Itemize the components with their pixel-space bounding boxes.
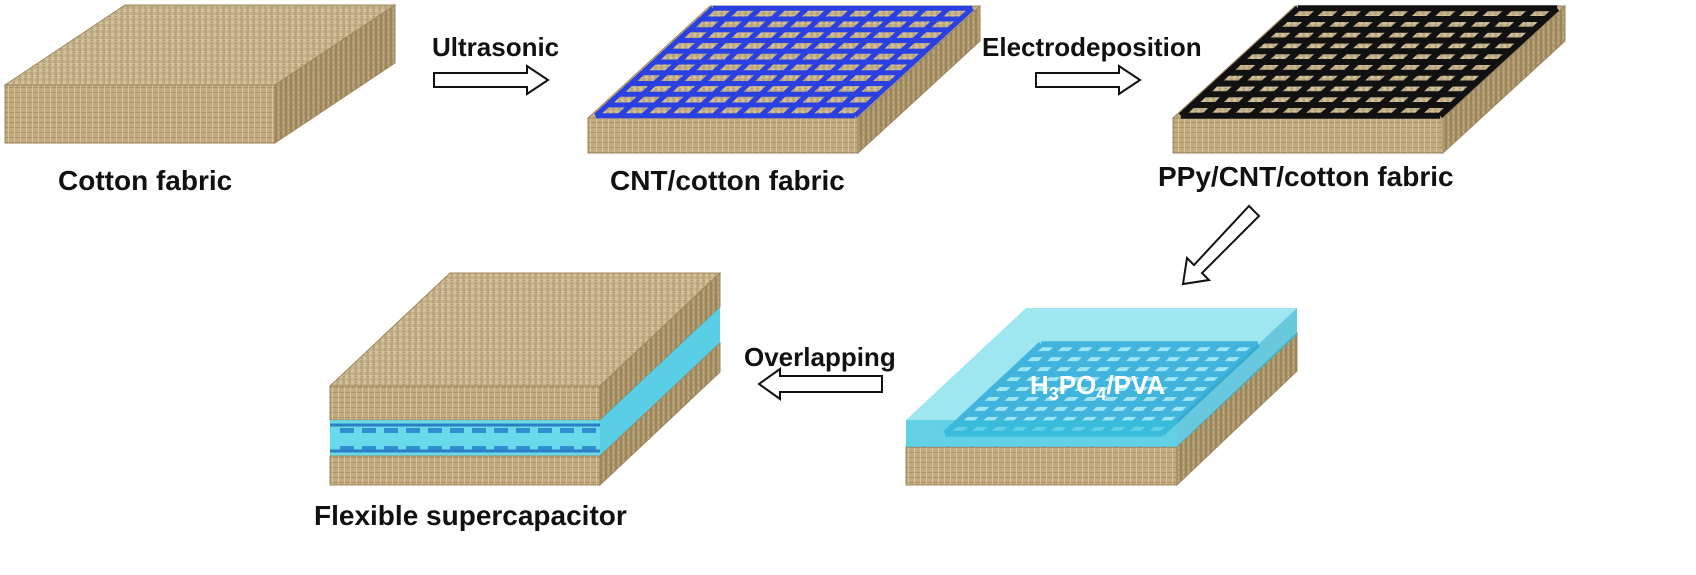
device-electrode-dash xyxy=(494,428,508,433)
device-electrode-dash xyxy=(406,428,420,433)
device-electrode-dash xyxy=(450,428,464,433)
device-electrode-dash xyxy=(340,446,354,451)
gel-layer-top xyxy=(906,308,1297,420)
device-electrode-dash xyxy=(560,446,574,451)
electrode-fabric-front xyxy=(905,446,1178,486)
ppy-network-grid xyxy=(1178,5,1560,119)
ppy-fabric-block xyxy=(1171,4,1567,155)
device-electrode-dash xyxy=(472,446,486,451)
device-electrode-dash xyxy=(384,446,398,451)
device-electrode-dash xyxy=(582,446,596,451)
cnt-fabric-block xyxy=(586,4,982,155)
device-electrode-dash xyxy=(494,446,508,451)
device-upper-front xyxy=(329,385,601,421)
label-electrodeposition: Electrodeposition xyxy=(982,32,1202,62)
label-h3po4-pva: H3PO4/PVA xyxy=(1030,370,1165,404)
label-ppy-cnt-cotton-fabric: PPy/CNT/cotton fabric xyxy=(1158,161,1454,192)
device-electrode-dash xyxy=(472,428,486,433)
device-electrode-dash xyxy=(538,446,552,451)
label-cnt-cotton-fabric: CNT/cotton fabric xyxy=(610,165,845,196)
arrow-to-electrolyte xyxy=(1181,204,1261,286)
device-electrode-dash xyxy=(582,428,596,433)
gel-layer-front xyxy=(906,420,1177,447)
device-electrode-grid xyxy=(330,423,600,453)
device-electrode-dash xyxy=(340,428,354,433)
ppy-fabric-front xyxy=(1172,117,1444,154)
cnt-fabric-front xyxy=(587,117,859,154)
gel-layer-side xyxy=(1177,308,1297,447)
electrolyte-electrode-block xyxy=(905,308,1298,487)
arrow-ultrasonic xyxy=(433,64,550,96)
label-overlapping: Overlapping xyxy=(744,342,896,372)
cnt-fabric-side xyxy=(857,4,981,155)
device-electrode-dash xyxy=(538,428,552,433)
arrow-electrodeposition xyxy=(1035,64,1142,96)
ppy-grid-strand xyxy=(1438,6,1560,118)
supercapacitor-block xyxy=(328,271,722,487)
device-lower-side xyxy=(599,341,721,487)
device-electrode-dash xyxy=(450,446,464,451)
device-electrode-dash xyxy=(516,428,530,433)
ppy-fabric-side xyxy=(1442,4,1566,155)
cnt-network-grid xyxy=(594,5,974,119)
device-electrode-dash xyxy=(362,446,376,451)
device-electrode-dash xyxy=(516,446,530,451)
label-ultrasonic: Ultrasonic xyxy=(432,32,559,62)
label-cotton-fabric: Cotton fabric xyxy=(58,165,232,196)
ppy-grid-strand xyxy=(1178,6,1300,118)
device-electrode-dash xyxy=(406,446,420,451)
device-electrode-dash xyxy=(560,428,574,433)
cotton-fabric-block xyxy=(3,4,397,144)
device-electrode-dash xyxy=(362,428,376,433)
device-lower-front xyxy=(329,455,601,486)
device-electrode-dash xyxy=(384,428,398,433)
cotton-fabric-front xyxy=(4,84,276,144)
device-gel-side xyxy=(600,307,720,456)
cotton-fabric-side xyxy=(274,4,396,144)
device-electrode-dash xyxy=(428,428,442,433)
label-flexible-supercapacitor: Flexible supercapacitor xyxy=(314,500,627,531)
device-electrode-dash xyxy=(428,446,442,451)
arrow-overlapping xyxy=(757,367,883,401)
